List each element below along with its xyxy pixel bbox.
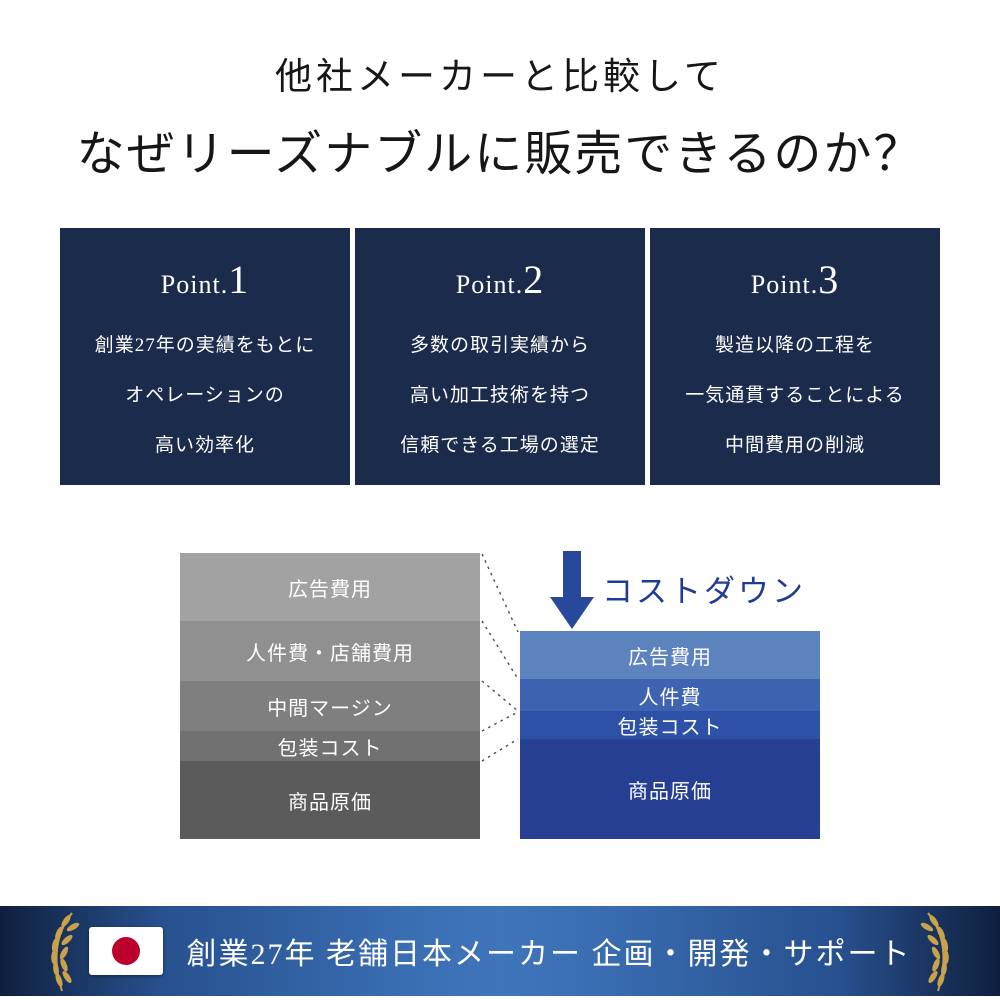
- bar-segment: 商品原価: [180, 761, 480, 839]
- cost-bar-before: 広告費用 人件費・店舗費用 中間マージン 包装コスト 商品原価: [180, 553, 480, 839]
- point-heading: Point.3: [650, 256, 940, 303]
- point-line: 一気通貫することによる: [685, 385, 905, 406]
- point-body: 創業27年の実績をもとに オペレーションの 高い効率化: [60, 321, 350, 471]
- bar-segment: 広告費用: [180, 553, 480, 621]
- bar-segment-label: 包装コスト: [617, 716, 723, 739]
- point-line: 信頼できる工場の選定: [400, 435, 600, 456]
- bar-segment: 包装コスト: [520, 711, 820, 739]
- page-title: 他社メーカーと比較して なぜリーズナブルに販売できるのか？: [0, 46, 1000, 184]
- laurel-right-icon: [920, 912, 949, 992]
- point-line: 多数の取引実績から: [409, 335, 590, 356]
- bar-segment-label: 商品原価: [628, 780, 712, 803]
- bar-segment-label: 包装コスト: [277, 737, 383, 760]
- bar-segment: 包装コスト: [180, 731, 480, 761]
- bar-segment: 人件費: [520, 679, 820, 711]
- point-label: Point.: [750, 270, 819, 299]
- bar-segment-label: 広告費用: [628, 646, 712, 669]
- point-line: 創業27年の実績をもとに: [94, 335, 316, 356]
- bar-segment-label: 中間マージン: [267, 697, 393, 720]
- footer-text: 創業27年 老舗日本メーカー 企画・開発・サポート: [186, 938, 912, 971]
- bar-segment: 商品原価: [520, 739, 820, 839]
- point-number: 1: [228, 257, 250, 302]
- point-card-1: Point.1 創業27年の実績をもとに オペレーションの 高い効率化: [60, 228, 350, 485]
- laurel-left-icon: [51, 912, 80, 992]
- cost-down-arrow-icon: [550, 551, 594, 629]
- bar-segment: 中間マージン: [180, 681, 480, 731]
- points-row: Point.1 創業27年の実績をもとに オペレーションの 高い効率化 Poin…: [60, 228, 940, 485]
- point-card-2: Point.2 多数の取引実績から 高い加工技術を持つ 信頼できる工場の選定: [355, 228, 645, 485]
- point-line: 中間費用の削減: [724, 435, 865, 456]
- point-body: 製造以降の工程を 一気通貫することによる 中間費用の削減: [650, 321, 940, 471]
- point-label: Point.: [160, 270, 229, 299]
- bar-segment: 広告費用: [520, 631, 820, 679]
- title-line-2: なぜリーズナブルに販売できるのか？: [76, 128, 924, 181]
- point-line: 高い効率化: [154, 435, 255, 456]
- bar-segment-label: 商品原価: [288, 791, 372, 814]
- bar-segment: 人件費・店舗費用: [180, 621, 480, 681]
- point-label: Point.: [455, 270, 524, 299]
- point-heading: Point.1: [60, 256, 350, 303]
- cost-down-label: コストダウン: [602, 574, 806, 609]
- point-number: 2: [523, 257, 545, 302]
- point-line: オペレーションの: [125, 385, 285, 406]
- bar-segment-label: 広告費用: [288, 578, 372, 601]
- point-number: 3: [818, 257, 840, 302]
- point-body: 多数の取引実績から 高い加工技術を持つ 信頼できる工場の選定: [355, 321, 645, 471]
- bar-segment-label: 人件費: [638, 686, 702, 709]
- japan-flag-icon: [88, 927, 163, 975]
- point-line: 製造以降の工程を: [714, 335, 875, 356]
- cost-bar-after: 広告費用 人件費 包装コスト 商品原価: [520, 631, 820, 839]
- point-heading: Point.2: [355, 256, 645, 303]
- title-line-1: 他社メーカーと比較して: [275, 57, 725, 98]
- bar-segment-label: 人件費・店舗費用: [246, 642, 414, 665]
- point-line: 高い加工技術を持つ: [409, 385, 590, 406]
- footer-banner: 創業27年 老舗日本メーカー 企画・開発・サポート: [0, 906, 1000, 996]
- point-card-3: Point.3 製造以降の工程を 一気通貫することによる 中間費用の削減: [650, 228, 940, 485]
- flag-sun: [111, 937, 140, 965]
